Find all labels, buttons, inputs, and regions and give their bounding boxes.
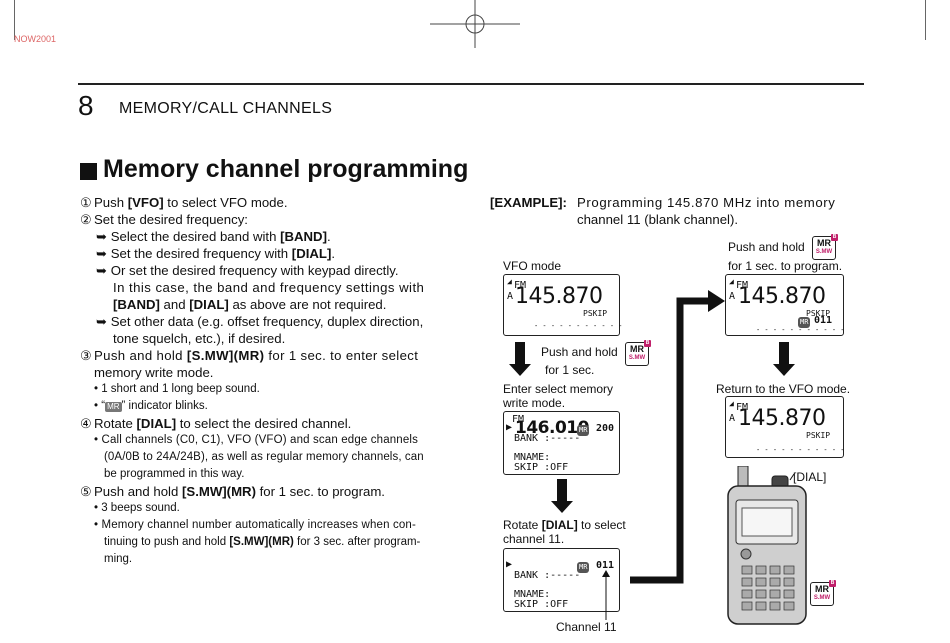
- arrow-bullet-icon: ➥: [96, 229, 111, 244]
- lcd-dashes: - - - - - - - - - - -: [756, 326, 845, 334]
- lcd-mr-indicator: MR: [577, 562, 590, 573]
- enter-memory-label-2: write mode.: [503, 396, 566, 410]
- crop-mark-right: [925, 0, 926, 40]
- page-number: 8: [78, 90, 94, 121]
- lcd-channel: 011: [814, 315, 833, 326]
- lcd-skip: SKIP :OFF: [514, 462, 569, 473]
- lcd-vfo-mode: ◢ FM A 145.870 PSKIP - - - - - - - - - -…: [503, 274, 623, 336]
- step-3-note-1: • 1 short and 1 long beep sound.: [94, 383, 260, 395]
- lcd-fm: FM: [736, 402, 749, 413]
- chapter-title: MEMORY/CALL CHANNELS: [119, 100, 333, 117]
- example-text-line-2: channel 11 (blank channel).: [577, 212, 739, 227]
- section-square-icon: [80, 163, 97, 180]
- lcd-channel-select: ▶ MR 011 BANK :----- MNAME: SKIP :OFF: [503, 548, 620, 612]
- registration-mark: [430, 0, 520, 48]
- channel-pointer-line: [602, 570, 610, 620]
- arrow-bullet-icon: ➥: [96, 314, 111, 329]
- lcd-pskip: PSKIP: [806, 309, 831, 318]
- rotate-dial-label: Rotate [DIAL] to select: [503, 518, 626, 532]
- lcd-frequency: 145.870: [738, 406, 826, 431]
- dial-label: [DIAL]: [793, 470, 827, 484]
- lcd-skip: SKIP :OFF: [514, 599, 569, 610]
- step-2-bullet-3-line-2: In this case, the band and frequency set…: [113, 280, 425, 295]
- lcd-a: A: [729, 413, 736, 424]
- step-2-bullet-3-line-3: [BAND] and [DIAL] as above are not requi…: [113, 297, 387, 312]
- lcd-a: A: [729, 291, 736, 302]
- lcd-dashes: - - - - - - - - - - -: [534, 322, 623, 330]
- arrow-bullet-icon: ➥: [96, 246, 111, 261]
- vfo-mode-label: VFO mode: [503, 259, 562, 273]
- example-text-line-1: Programming 145.870 MHz into memory: [577, 195, 836, 210]
- down-arrow-1: [509, 342, 531, 376]
- lcd-pskip: PSKIP: [583, 309, 608, 318]
- step-4-note-1-line-2: (0A/0B to 24A/24B), as well as regular m…: [104, 451, 424, 463]
- step-4-note-1-line-3: be programmed in this way.: [104, 468, 245, 480]
- step-4-note-1: • Call channels (C0, C1), VFO (VFO) and …: [94, 434, 419, 446]
- lcd-fm: FM: [512, 414, 525, 425]
- rotate-dial-label-2: channel 11.: [503, 532, 565, 546]
- step-2-bullet-2: ➥ Set the desired frequency with [DIAL].: [96, 246, 336, 261]
- lcd-mr-indicator: MR: [798, 317, 811, 328]
- lcd-fm: FM: [736, 280, 749, 291]
- down-arrow-2: [551, 479, 573, 513]
- step-5-note-1: • 3 beeps sound.: [94, 502, 180, 514]
- push-hold-label: Push and hold: [541, 345, 618, 359]
- step-2-bullet-3: ➥ Or set the desired frequency with keyp…: [96, 263, 399, 278]
- corner-text: NOW2001: [14, 34, 57, 44]
- section-title: Memory channel programming: [103, 155, 469, 183]
- mr-indicator-icon: MR: [105, 402, 122, 412]
- step-3-note-2: • “MR” indicator blinks.: [94, 400, 208, 412]
- arrow-bullet-icon: ➥: [96, 263, 111, 278]
- signal-icon: ◢: [729, 399, 734, 408]
- push-hold-duration-2: for 1 sec. to program.: [728, 259, 843, 273]
- return-vfo-label: Return to the VFO mode.: [716, 382, 851, 396]
- lcd-channel: 011: [596, 560, 615, 571]
- step-2-bullet-4-line-2: tone squelch, etc.), if desired.: [113, 331, 286, 346]
- lcd-a: A: [507, 291, 514, 302]
- push-hold-label-2: Push and hold: [728, 240, 805, 254]
- down-arrow-3: [773, 342, 795, 376]
- step-5-note-2: • Memory channel number automatically in…: [94, 519, 416, 531]
- crop-mark-left: [12, 0, 15, 40]
- connector-arrow: [630, 290, 725, 584]
- enter-memory-label: Enter select memory: [503, 382, 614, 396]
- channel-11-label: Channel 11: [556, 620, 617, 634]
- signal-icon: ◢: [507, 277, 512, 286]
- lcd-pskip: PSKIP: [806, 431, 831, 440]
- pointer-icon: ▶: [506, 559, 513, 570]
- lcd-programmed: ◢ FM A 145.870 PSKIP MR 011 - - - - - - …: [725, 274, 845, 336]
- example-label: [EXAMPLE]:: [490, 195, 567, 210]
- lcd-dashes: - - - - - - - - - - -: [756, 446, 845, 454]
- lcd-frequency: 145.870: [738, 284, 826, 309]
- radio-illustration: [727, 466, 807, 625]
- step-3-line-2: memory write mode.: [94, 365, 214, 380]
- lcd-channel: 200: [596, 423, 615, 434]
- lcd-memory-write: FM ▶ 146.010 MR 200 BANK :----- MNAME: S…: [503, 411, 620, 475]
- lcd-fm: FM: [514, 280, 527, 291]
- header-rule: [78, 83, 864, 85]
- step-2-bullet-1: ➥ Select the desired band with [BAND].: [96, 229, 331, 244]
- lcd-mname: MNAME:: [514, 589, 551, 600]
- lcd-frequency: 146.010: [515, 418, 589, 438]
- step-5-note-2-line-3: ming.: [104, 553, 133, 565]
- lcd-frequency: 145.870: [515, 284, 603, 309]
- lcd-mname: MNAME:: [514, 452, 551, 463]
- lcd-mr-indicator: MR: [577, 425, 590, 436]
- push-hold-duration: for 1 sec.: [545, 363, 595, 377]
- signal-icon: ◢: [729, 277, 734, 286]
- step-2-bullet-4: ➥ Set other data (e.g. offset frequency,…: [96, 314, 424, 329]
- lcd-bank: BANK :-----: [514, 433, 581, 444]
- step-5-note-2-line-2: tinuing to push and hold [S.MW](MR) for …: [104, 536, 421, 548]
- lcd-vfo-return: ◢ FM A 145.870 PSKIP - - - - - - - - - -…: [725, 396, 845, 458]
- lcd-bank: BANK :-----: [514, 570, 581, 581]
- pointer-icon: ▶: [506, 422, 513, 433]
